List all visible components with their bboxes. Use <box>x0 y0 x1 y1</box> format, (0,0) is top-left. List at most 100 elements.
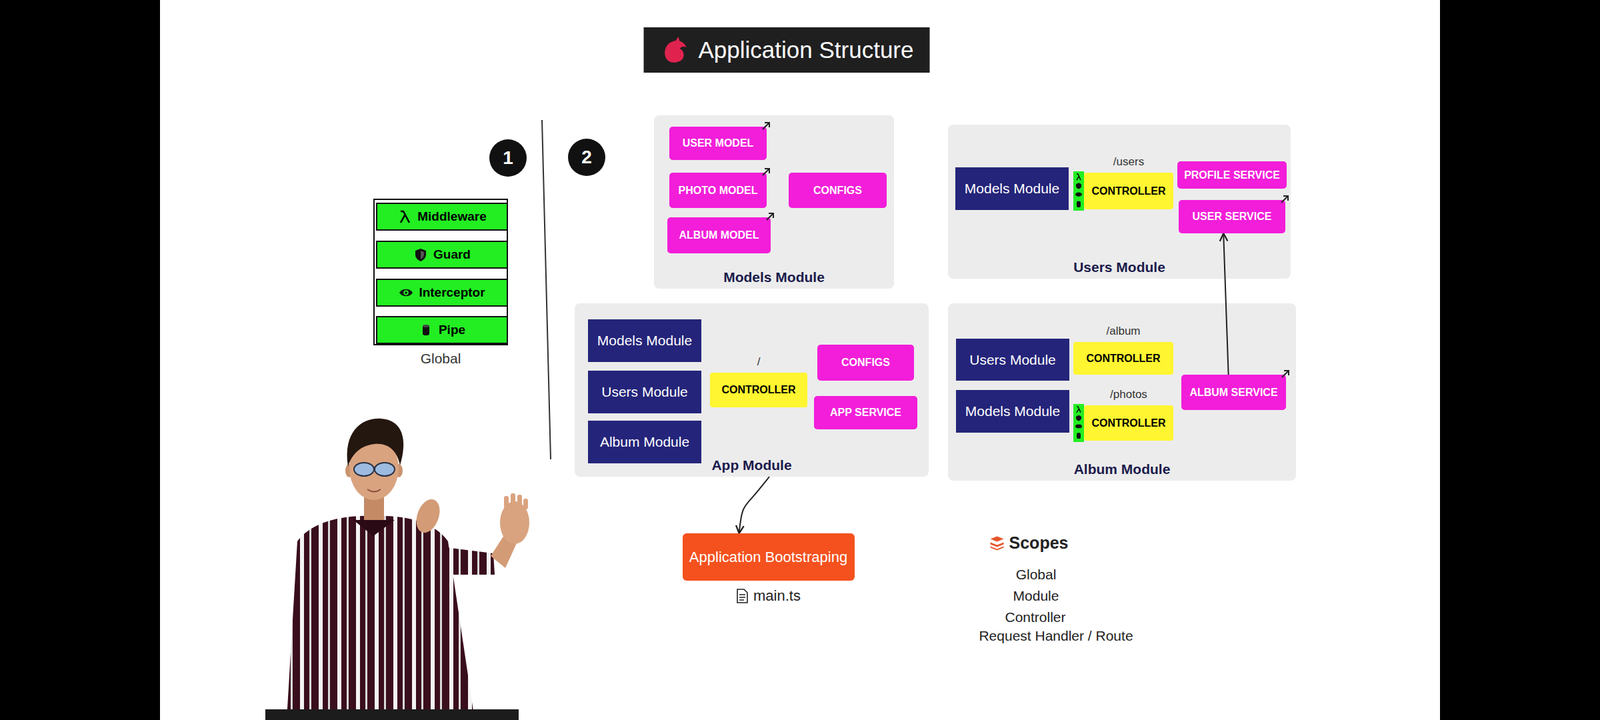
controller-name: CONTROLLER <box>1091 185 1166 198</box>
import-name: Album Module <box>600 434 690 450</box>
corner-arrow <box>760 120 772 132</box>
provider-box: USER MODEL <box>669 126 767 160</box>
corner-arrow <box>1280 368 1291 380</box>
file-row: main.ts <box>629 587 908 605</box>
finger <box>504 496 509 508</box>
shield-icon <box>413 247 428 262</box>
route-path: / <box>757 355 761 368</box>
corner-arrow <box>760 166 772 178</box>
enhancer-strip <box>1073 171 1084 211</box>
sunglasses <box>374 462 395 476</box>
bootstrap-label: Application Bootstraping <box>689 548 848 566</box>
import-box: Models Module <box>956 390 1070 433</box>
callout-number: 2 <box>568 138 606 176</box>
sunglasses-bridge <box>374 467 375 470</box>
import-box: Users Module <box>956 338 1070 381</box>
enhancer-bar: Middleware <box>376 202 508 231</box>
corner-arrow <box>1279 194 1290 205</box>
scope-item: Request Handler / Route <box>978 628 1133 644</box>
sunglasses <box>354 462 374 476</box>
scope-item: Global <box>1016 566 1057 583</box>
scope-heading: Scopes <box>989 533 1069 553</box>
enhancer-bar: Guard <box>376 240 508 269</box>
scope-item-text: Module <box>1013 588 1060 604</box>
callout-number: 1 <box>489 139 527 177</box>
eye-icon <box>398 285 414 300</box>
provider-box: PROFILE SERVICE <box>1177 161 1287 189</box>
finger <box>523 498 528 510</box>
provider-name: CONFIGS <box>813 184 862 197</box>
route-path: /photos <box>1110 388 1148 401</box>
module-title: Users Module <box>1073 259 1166 276</box>
scope-item-text: Controller <box>1004 609 1066 626</box>
route-slot: /users <box>1044 155 1214 169</box>
import-box: Models Module <box>588 319 702 362</box>
mouth <box>367 489 381 492</box>
title-text: Application Structure <box>698 36 914 64</box>
import-name: Users Module <box>969 352 1056 368</box>
title-band: Application Structure <box>644 27 930 73</box>
bootstrap-box: Application Bootstrapingmain.ts <box>682 533 855 581</box>
provider-name: PHOTO MODEL <box>678 184 758 197</box>
global-scope-box: GlobalMiddlewareGuardInterceptorPipe <box>373 198 508 346</box>
route-slot: /photos <box>1044 388 1214 402</box>
provider-box: PHOTO MODEL <box>669 172 767 208</box>
dependency-arrow <box>1223 233 1228 375</box>
provider-box: CONFIGS <box>788 172 887 208</box>
import-name: Users Module <box>601 384 688 400</box>
scope-item: Controller <box>1004 609 1066 626</box>
file-name: main.ts <box>753 587 801 605</box>
module-panel: Users Module Models Module/usersCONTROLLE… <box>948 124 1291 279</box>
lambda-icon <box>397 209 412 224</box>
file-icon <box>736 588 748 604</box>
import-box: Models Module <box>955 167 1069 210</box>
controller-box: /albumCONTROLLER <box>1073 342 1174 375</box>
shirt <box>286 516 475 720</box>
sleeve <box>440 546 495 575</box>
enhancer-name: Pipe <box>438 322 466 338</box>
import-name: Models Module <box>964 180 1060 197</box>
controller-name: CONTROLLER <box>1091 417 1166 430</box>
provider-name: ALBUM MODEL <box>679 229 760 242</box>
provider-box: CONFIGS <box>817 344 914 381</box>
divider-line <box>542 120 551 460</box>
layers-icon <box>989 535 1006 550</box>
route-path: /album <box>1106 324 1140 338</box>
slide-ground <box>160 0 1440 720</box>
module-title: Album Module <box>1074 461 1171 478</box>
scope-item-text: Request Handler / Route <box>978 628 1133 644</box>
controller-name: CONTROLLER <box>1086 352 1160 365</box>
import-box: Album Module <box>588 420 702 464</box>
callout-text: 1 <box>502 147 514 169</box>
callout-text: 2 <box>581 146 592 168</box>
module-panel: Models ModuleUSER MODELPHOTO MODELCONFIG… <box>654 115 894 289</box>
provider-box: USER SERVICE <box>1178 200 1286 234</box>
controller-box: /CONTROLLER <box>710 372 808 408</box>
module-title: App Module <box>711 457 792 474</box>
module-panel-fill <box>948 303 1296 481</box>
hand <box>412 496 444 536</box>
provider-name: USER MODEL <box>682 137 754 150</box>
provider-box: APP SERVICE <box>814 396 918 430</box>
corner-arrow <box>764 211 776 222</box>
sleeve <box>400 528 440 580</box>
provider-name: USER SERVICE <box>1192 210 1272 223</box>
provider-name: ALBUM SERVICE <box>1189 386 1278 399</box>
collar <box>353 520 395 536</box>
controller-box: /photosCONTROLLER <box>1084 405 1174 441</box>
module-panel: App Module Models ModuleUsers ModuleAlbum… <box>574 303 929 477</box>
provider-name: CONFIGS <box>841 356 890 369</box>
scope-item-text: Global <box>1016 566 1057 583</box>
scope-title-slot: Global <box>321 350 560 367</box>
provider-name: PROFILE SERVICE <box>1184 169 1280 182</box>
module-panel-fill <box>574 303 929 477</box>
provider-box: ALBUM SERVICE <box>1181 374 1286 410</box>
route-path: /users <box>1113 155 1144 168</box>
route-slot: /album <box>1033 324 1214 338</box>
enhancer-strip <box>1073 404 1084 442</box>
finger <box>517 494 522 507</box>
dependency-arrow <box>739 476 770 534</box>
module-panel: Album ModuleUsers Module/albumCONTROLLER… <box>948 303 1296 481</box>
